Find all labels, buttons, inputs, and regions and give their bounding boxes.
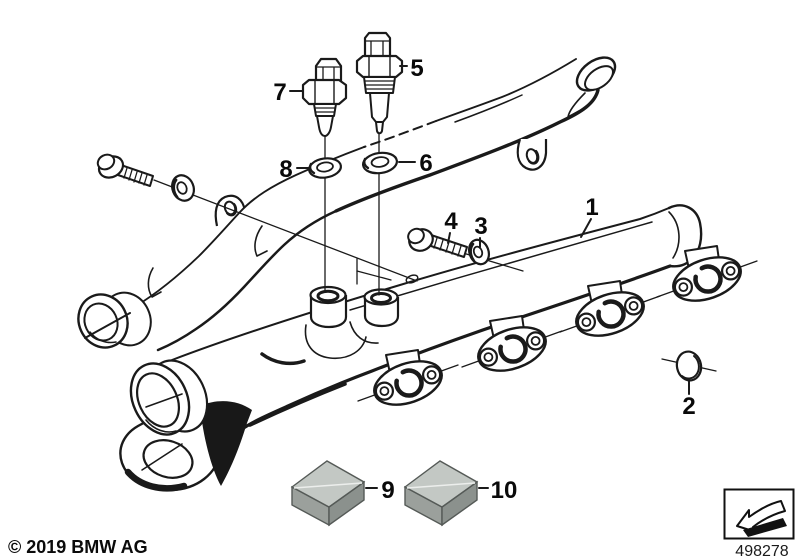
washer-upper-left [171, 174, 195, 202]
callout-1[interactable]: 1 [585, 194, 598, 221]
callout-6[interactable]: 6 [419, 150, 432, 177]
copyright-text: © 2019 BMW AG [8, 537, 148, 557]
callouts: 1 2 3 4 5 6 7 8 9 10 [273, 55, 695, 504]
seal-ring-2 [661, 350, 717, 382]
leader-1 [580, 218, 592, 238]
callout-8[interactable]: 8 [279, 156, 292, 183]
flange-fittings [357, 245, 758, 406]
upper-water-pipe [77, 56, 617, 352]
bolt-hole-mark [405, 274, 419, 284]
sensor-boss-5 [363, 288, 400, 328]
hex-bolt-upper-left [96, 153, 154, 187]
gasket-set-box-10 [403, 460, 479, 527]
assembly-axis-line [153, 179, 418, 282]
temp-sensor-5 [355, 31, 404, 135]
flange [461, 315, 563, 372]
main-pipe-body [143, 205, 702, 440]
callout-2[interactable]: 2 [682, 393, 695, 420]
sealing-washer-8 [308, 157, 342, 179]
callout-7[interactable]: 7 [273, 79, 286, 106]
gasket-set-box-9 [290, 460, 366, 527]
main-water-pipe [119, 204, 703, 492]
flange [559, 280, 661, 337]
leader-4 [447, 232, 451, 244]
flange [656, 245, 758, 302]
callout-3[interactable]: 3 [474, 213, 487, 240]
hidden-edge-dashes [363, 120, 437, 148]
temp-sensor-7 [301, 57, 348, 137]
outlet-shadow [124, 468, 188, 492]
callout-5[interactable]: 5 [410, 55, 423, 82]
tab-hole-shade [225, 202, 238, 217]
sealing-washer-6 [362, 151, 398, 175]
arrow-shadow [743, 518, 787, 537]
drawing-number: 498278 [735, 543, 788, 560]
callout-4[interactable]: 4 [444, 208, 458, 235]
sensor-boss-7 [309, 285, 348, 329]
upper-pipe-body [126, 59, 598, 351]
callout-9[interactable]: 9 [381, 477, 394, 504]
callout-10[interactable]: 10 [491, 477, 518, 504]
shadow-wedge [200, 401, 252, 486]
washer-3 [468, 238, 490, 266]
reference-arrow-icon[interactable] [723, 488, 795, 540]
flange [357, 349, 459, 406]
hex-bolt-4 [407, 227, 468, 258]
